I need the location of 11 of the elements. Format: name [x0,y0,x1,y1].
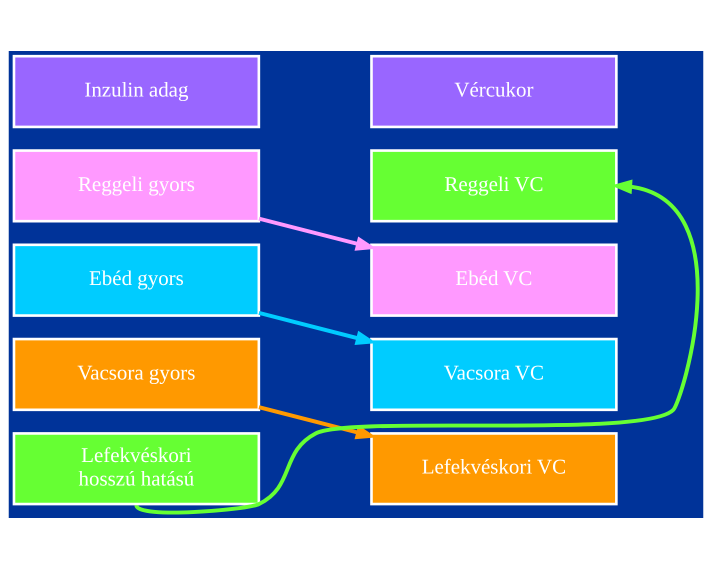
node-box: Ebéd VC [370,243,618,316]
node-box: Vacsora gyors [12,337,260,411]
node-box: Vacsora VC [370,337,618,411]
node-box: Lefekvéskori VC [370,432,618,505]
node-box: Lefekvéskori hosszú hatású [12,432,260,505]
node-box: Inzulin adag [12,54,260,128]
node-box: Reggeli gyors [12,148,260,222]
node-box: Reggeli VC [370,148,618,222]
node-box: Vércukor [370,54,618,128]
arrow [135,178,700,514]
node-box: Ebéd gyors [12,243,260,316]
